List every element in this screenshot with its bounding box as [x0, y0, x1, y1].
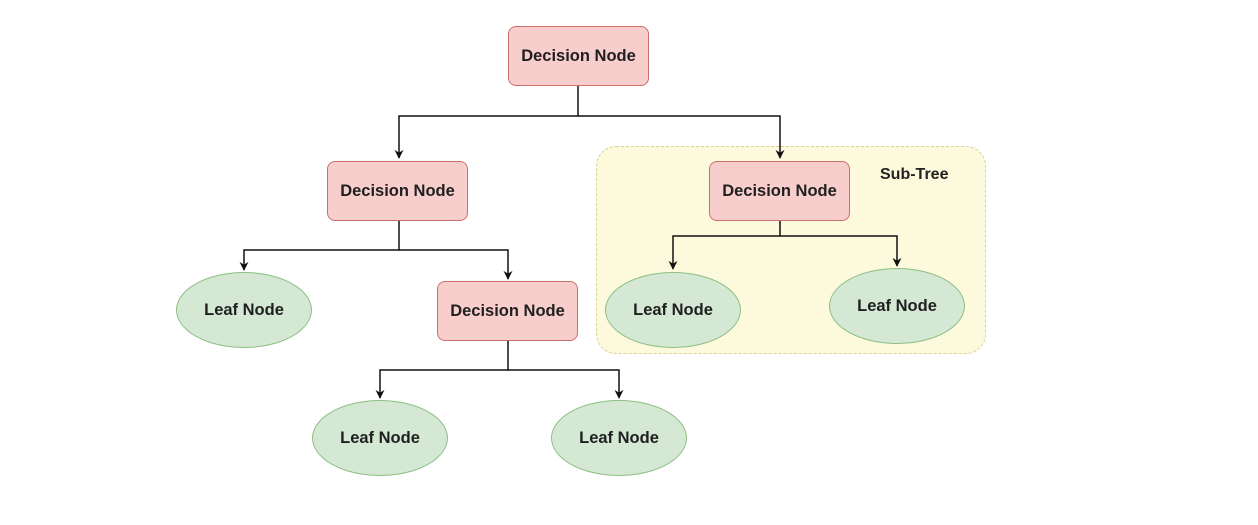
edge-bottom-leaf-2 — [508, 369, 624, 399]
decision-node-left: Decision Node — [327, 161, 468, 221]
edge-root-left — [394, 86, 579, 159]
decision-node-mid: Decision Node — [437, 281, 578, 341]
subtree-label: Sub-Tree — [880, 166, 949, 183]
leaf-node-subtree-1: Leaf Node — [605, 272, 741, 348]
leaf-node-bottom-2: Leaf Node — [551, 400, 687, 476]
leaf-node-bottom-1: Leaf Node — [312, 400, 448, 476]
decision-node-subtree: Decision Node — [709, 161, 850, 221]
decision-node-root: Decision Node — [508, 26, 649, 86]
leaf-node-left: Leaf Node — [176, 272, 312, 348]
edge-subtree-leaf-1 — [668, 221, 781, 270]
edge-bottom-leaf-1 — [375, 341, 509, 399]
leaf-node-subtree-2: Leaf Node — [829, 268, 965, 344]
edge-root-right — [578, 115, 785, 159]
edge-left-mid-decision — [399, 249, 513, 280]
edge-subtree-leaf-2 — [780, 235, 902, 267]
edge-left-leaf — [239, 221, 400, 271]
